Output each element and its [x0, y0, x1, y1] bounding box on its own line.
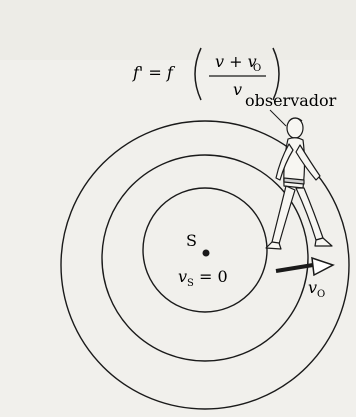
- formula-right-paren: [272, 47, 280, 101]
- source-velocity-sub: S: [187, 278, 194, 289]
- arrow-head: [311, 256, 335, 277]
- observer-front-shoe: [314, 237, 333, 247]
- source-velocity-value: = 0: [199, 267, 228, 286]
- formula-denominator: v: [233, 80, 242, 99]
- formula-numerator: v + v: [215, 52, 257, 71]
- observer-front-arm: [295, 144, 321, 181]
- source-label: S: [186, 231, 197, 250]
- observer-velocity-sub: O: [317, 289, 325, 300]
- observer-belt: [283, 177, 305, 185]
- wave-front-middle: [101, 154, 309, 362]
- arrow-shaft: [275, 263, 314, 273]
- observer-back-arm: [275, 143, 294, 181]
- source-velocity-symbol: v: [178, 267, 187, 286]
- formula-lhs: f' = f: [132, 63, 176, 82]
- formula-left-paren: [194, 47, 202, 101]
- observer-hair: [288, 117, 303, 122]
- sound-source: S v S = 0: [178, 231, 228, 289]
- observer-leader-line: [269, 109, 287, 127]
- wave-front-inner: [142, 187, 268, 313]
- source-dot: [202, 249, 210, 257]
- wave-fronts: [60, 120, 350, 410]
- walking-person-figure: [265, 117, 333, 250]
- formula-numerator-sub: O: [253, 63, 261, 74]
- doppler-formula: f' = f v + v O v: [132, 47, 280, 101]
- observer-label: observador: [245, 91, 337, 110]
- wave-front-outer: [60, 120, 350, 410]
- observer-back-shoe: [265, 241, 282, 250]
- paper-shading: [0, 0, 356, 60]
- right-arrow-icon: [275, 256, 335, 277]
- observer-velocity-symbol: v: [308, 278, 317, 297]
